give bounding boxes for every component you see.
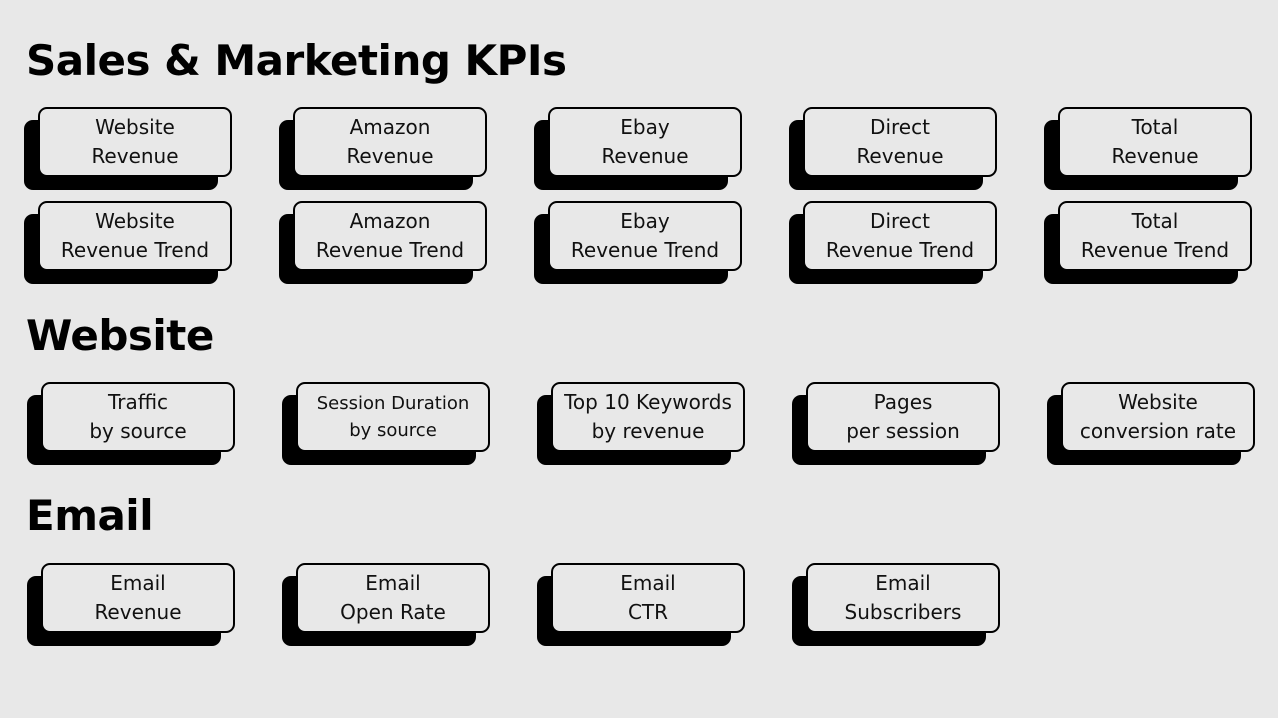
button-label: Ebay Revenue Trend bbox=[570, 209, 720, 262]
kpi-kpi-button[interactable]: Website Revenue bbox=[38, 107, 232, 177]
button-label: Amazon Revenue Trend bbox=[315, 209, 465, 262]
kpi-kpi-button[interactable]: Ebay Revenue Trend bbox=[548, 201, 742, 271]
email-kpi-button[interactable]: Email Open Rate bbox=[296, 563, 490, 633]
button-label: Session Duration by source bbox=[316, 393, 470, 441]
email-kpi-button[interactable]: Email Subscribers bbox=[806, 563, 1000, 633]
email-kpi-button[interactable]: Email CTR bbox=[551, 563, 745, 633]
button-label: Pages per session bbox=[846, 390, 960, 443]
website-kpi-button[interactable]: Website conversion rate bbox=[1061, 382, 1255, 452]
button-label: Website Revenue Trend bbox=[60, 209, 210, 262]
website-kpi-button[interactable]: Pages per session bbox=[806, 382, 1000, 452]
section-title-email: Email bbox=[26, 491, 154, 540]
button-label: Total Revenue Trend bbox=[1080, 209, 1230, 262]
button-label: Top 10 Keywords by revenue bbox=[564, 390, 732, 443]
section-title-sales-marketing: Sales & Marketing KPIs bbox=[26, 36, 567, 85]
kpi-kpi-button[interactable]: Website Revenue Trend bbox=[38, 201, 232, 271]
button-label: Ebay Revenue bbox=[601, 115, 689, 168]
section-title-website: Website bbox=[26, 311, 214, 360]
website-kpi-button[interactable]: Top 10 Keywords by revenue bbox=[551, 382, 745, 452]
button-label: Total Revenue bbox=[1111, 115, 1199, 168]
kpi-kpi-button[interactable]: Amazon Revenue bbox=[293, 107, 487, 177]
website-kpi-button[interactable]: Session Duration by source bbox=[296, 382, 490, 452]
kpi-kpi-button[interactable]: Ebay Revenue bbox=[548, 107, 742, 177]
button-label: Website conversion rate bbox=[1079, 390, 1237, 443]
button-label: Traffic by source bbox=[89, 390, 187, 443]
button-label: Email Subscribers bbox=[844, 571, 962, 624]
button-label: Direct Revenue Trend bbox=[825, 209, 975, 262]
kpi-kpi-button[interactable]: Amazon Revenue Trend bbox=[293, 201, 487, 271]
button-label: Direct Revenue bbox=[856, 115, 944, 168]
kpi-kpi-button[interactable]: Total Revenue bbox=[1058, 107, 1252, 177]
button-label: Email Revenue bbox=[94, 571, 182, 624]
kpi-kpi-button[interactable]: Direct Revenue Trend bbox=[803, 201, 997, 271]
button-label: Website Revenue bbox=[91, 115, 179, 168]
website-kpi-button[interactable]: Traffic by source bbox=[41, 382, 235, 452]
button-label: Amazon Revenue bbox=[346, 115, 434, 168]
button-label: Email Open Rate bbox=[340, 571, 446, 624]
email-kpi-button[interactable]: Email Revenue bbox=[41, 563, 235, 633]
kpi-kpi-button[interactable]: Direct Revenue bbox=[803, 107, 997, 177]
kpi-kpi-button[interactable]: Total Revenue Trend bbox=[1058, 201, 1252, 271]
button-label: Email CTR bbox=[620, 571, 676, 624]
